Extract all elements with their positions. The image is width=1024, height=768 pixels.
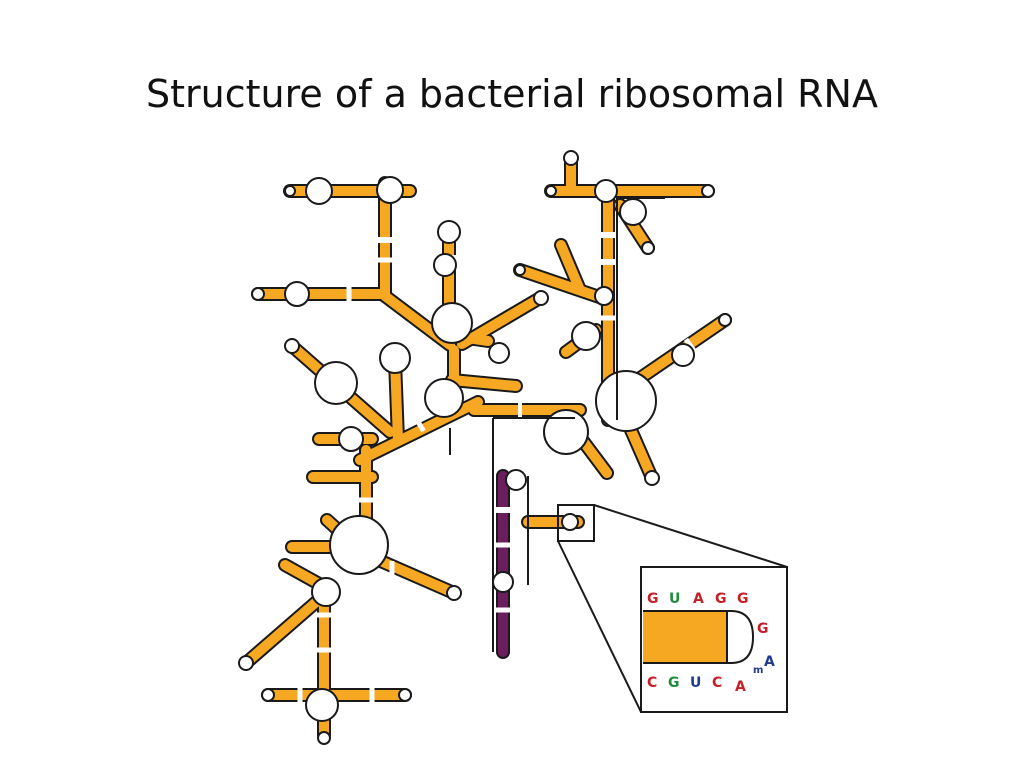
loop-highlighted-helix [492,571,514,593]
zoom-line-bottom [557,540,642,713]
loop-right-small [594,286,614,306]
hairpin-loop-tip-13 [261,688,275,702]
multibranch-loop-lower [329,515,389,575]
hairpin-loop-highlighted [505,469,527,491]
internal-bulge [297,688,303,702]
inset-modified-base: A [764,654,775,670]
internal-bulge [601,232,615,238]
inset-strand [643,610,755,664]
internal-bulge [346,287,352,301]
hairpin-loop-tip-11 [514,264,526,276]
internal-bulge [496,607,510,613]
hairpin-loop-inset-source [561,513,579,531]
hairpin-loop-tip-6 [644,470,660,486]
internal-bulge [359,497,373,503]
hairpin-loop-tip-2 [284,338,300,354]
internal-bulge [389,561,395,575]
hairpin-loop-tip-8 [701,184,715,198]
loop-right-upper [619,198,647,226]
hairpin-loop-right-top [563,150,579,166]
zoom-source-box [557,504,595,542]
hairpin-loop-left-center [379,342,411,374]
inset-base-bottom-3: U [690,675,701,691]
multibranch-loop-center [431,302,473,344]
loops [238,150,732,745]
hairpin-loop-tip-10 [545,185,557,197]
stem-right-upper-short [556,240,585,295]
internal-bulge [518,403,522,417]
inset-base-bottom-1: C [647,675,657,691]
internal-bulge [369,688,375,702]
multibranch-loop-core [424,378,464,418]
internal-bulge [601,259,615,265]
zoom-line-top [593,504,788,568]
loop-left-middle [338,426,364,452]
internal-bulge [317,647,331,653]
inset-base-top-2: U [669,591,680,607]
inset-base-top-5: G [737,591,749,607]
slide-title: Structure of a bacterial ribosomal RNA [146,72,878,116]
inset-callout: G U A G G G A m C G U C A [557,504,788,713]
loop-center-right [488,342,510,364]
hairpin-loop-tip-7 [718,313,732,327]
inset-base-top-3: A [693,591,704,607]
inset-base-top-4: G [715,591,727,607]
internal-bulge [378,237,392,243]
hairpin-loop-tip-1 [533,290,549,306]
hairpin-loop-tip-15 [284,185,296,197]
hairpin-loop-tip-14 [317,731,331,745]
inset-base-bottom-2: G [668,675,680,691]
hairpin-loop-center-top [437,220,461,244]
internal-bulge [414,417,426,433]
inset-base-bottom-4: C [712,675,722,691]
internal-bulge [496,542,510,548]
loop-bottom-junction [311,577,341,607]
internal-loop-center [433,253,457,277]
stem-right-upper-left [515,265,613,305]
loop-bottom-center [305,688,339,722]
hairpin-loop-upper-left [305,177,333,205]
hairpin-loop-tip-5 [446,585,462,601]
stem-core-diagonal [355,397,483,465]
loop-right-long [671,343,695,367]
inset-base-bottom-end: A [735,679,746,695]
hairpin-loop-tip-9 [641,241,655,255]
stem-center-right-diagonal [457,293,545,349]
internal-bulge [496,507,510,513]
inset-modification-mark: m [753,665,763,676]
internal-loop-left [314,361,358,405]
loop-left-junction [284,281,310,307]
inset-base-top-1: G [647,591,659,607]
loop-upper-left-right [376,176,404,204]
hairpin-loop-tip-4 [238,655,254,671]
stem-center-right-lower [447,375,521,391]
internal-bulge [601,315,615,321]
internal-loop-right-lower [543,409,589,455]
inset-paired-region [643,611,727,663]
loop-right-middle [571,321,601,351]
internal-bulge [317,612,331,618]
hairpin-loop-tip-3 [251,287,265,301]
internal-bulge [378,257,392,263]
inset-loop-base: G [757,621,769,637]
loop-right-top [594,179,618,203]
multibranch-loop-right [595,370,657,432]
internal-bulge [261,673,275,687]
hairpin-loop-tip-12 [398,688,412,702]
